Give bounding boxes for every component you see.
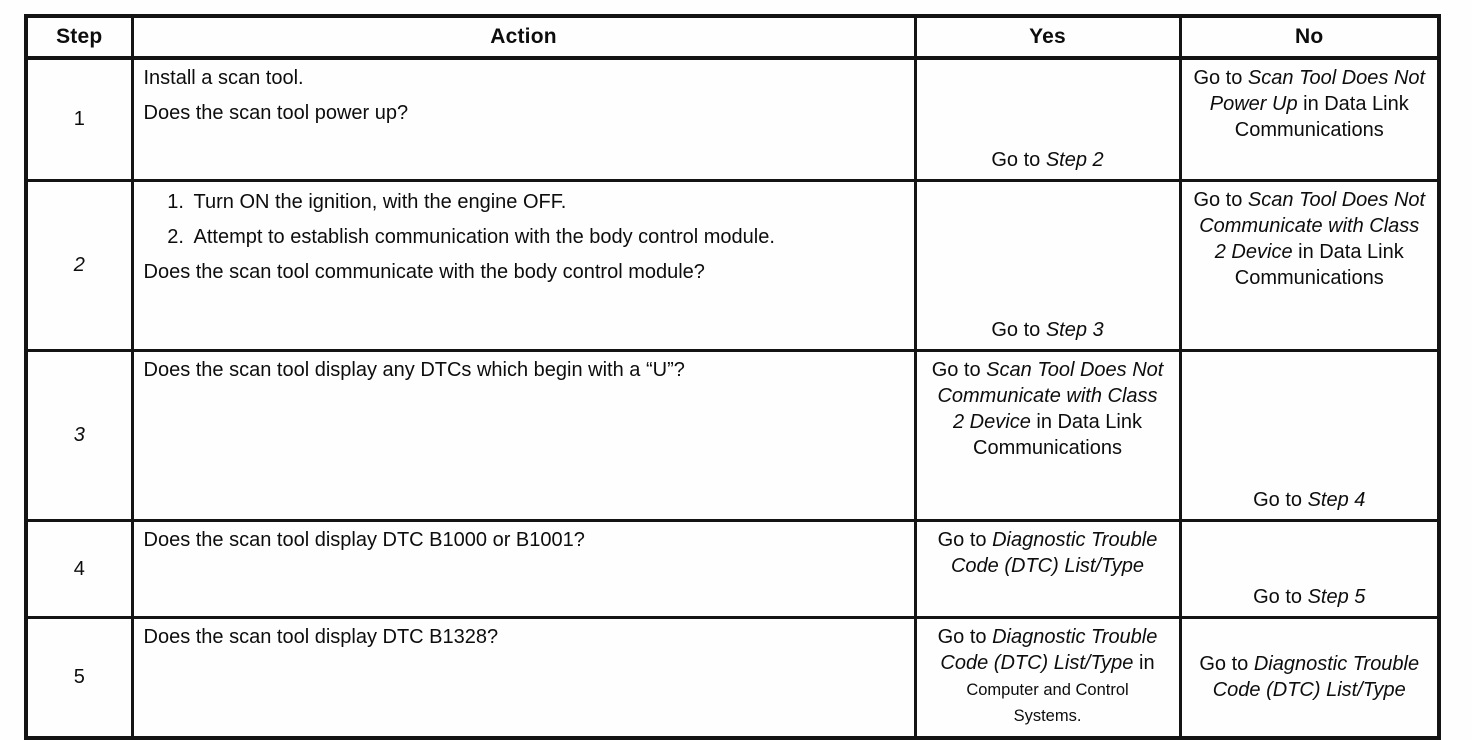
yes-cell: Go to Step 3 xyxy=(913,178,1182,352)
column-header-step: Step xyxy=(24,14,134,60)
no-cell: Go to Scan Tool Does Not Communicate wit… xyxy=(1178,178,1441,352)
action-cell: Does the scan tool display any DTCs whic… xyxy=(130,348,917,522)
reference-text: Go to xyxy=(937,528,993,551)
no-cell: Go to Step 5 xyxy=(1178,518,1441,619)
reference-text: Computer and Control Systems. xyxy=(966,680,1129,725)
table-body: 1 Install a scan tool. Does the scan tool… xyxy=(24,56,1441,740)
step-number: 4 xyxy=(73,557,85,580)
step-cell: 1 xyxy=(24,56,134,182)
table-row: 3 Does the scan tool display any DTCs wh… xyxy=(24,348,1441,522)
reference-link-text: Scan Tool Does Not Power Up xyxy=(1209,67,1426,115)
step-number: 3 xyxy=(73,424,85,446)
reference-text: Go to xyxy=(1253,488,1308,511)
action-text: Does the scan tool display DTC B1000 or … xyxy=(143,528,585,551)
table-row: 1 Install a scan tool. Does the scan tool… xyxy=(24,56,1441,182)
reference-link-text: Diagnostic Trouble Code (DTC) List/Type xyxy=(1212,652,1420,701)
action-cell: Does the scan tool display DTC B1000 or … xyxy=(130,518,917,619)
reference-text: Go to xyxy=(991,148,1046,171)
reference-text: Go to xyxy=(1193,188,1248,211)
reference-text: in Data Link Communications xyxy=(973,410,1142,459)
column-header-action: Action xyxy=(130,14,917,60)
reference-text: Go to xyxy=(931,358,987,381)
yes-cell: Go to Scan Tool Does Not Communicate wit… xyxy=(913,348,1182,522)
column-header-yes: Yes xyxy=(913,14,1182,60)
no-cell: Go to Diagnostic Trouble Code (DTC) List… xyxy=(1178,615,1441,740)
reference-text: Go to xyxy=(1193,67,1248,89)
reference-link-text: Step 5 xyxy=(1307,585,1366,608)
action-list-item: Turn ON the ignition, with the engine OF… xyxy=(190,189,904,215)
action-list-item: Attempt to establish communication with … xyxy=(190,224,904,250)
table-row: 4 Does the scan tool display DTC B1000 o… xyxy=(24,518,1441,619)
table-row: 2 Turn ON the ignition, with the engine … xyxy=(24,178,1441,352)
reference-link-text: Step 2 xyxy=(1045,148,1104,171)
reference-text: Go to xyxy=(937,625,993,648)
action-cell: Does the scan tool display DTC B1328? xyxy=(130,615,917,740)
reference-link-text: Scan Tool Does Not Communicate with Clas… xyxy=(1199,188,1426,263)
action-text: Does the scan tool display any DTCs whic… xyxy=(143,358,685,381)
action-cell: Turn ON the ignition, with the engine OF… xyxy=(130,178,917,352)
reference-link-text: Diagnostic Trouble Code (DTC) List/Type xyxy=(940,625,1158,674)
reference-link-text: Step 3 xyxy=(1045,318,1104,341)
action-text: Does the scan tool power up? xyxy=(143,102,409,124)
step-number: 2 xyxy=(73,254,85,276)
step-cell: 4 xyxy=(24,518,134,619)
column-header-no: No xyxy=(1178,14,1441,60)
reference-link-text: Step 4 xyxy=(1307,488,1366,511)
action-text: Does the scan tool display DTC B1328? xyxy=(143,625,499,648)
reference-link-text: Scan Tool Does Not Communicate with Clas… xyxy=(937,358,1164,433)
action-cell: Install a scan tool. Does the scan tool p… xyxy=(130,56,917,182)
table-row: 5 Does the scan tool display DTC B1328? … xyxy=(24,615,1441,740)
reference-text: Go to xyxy=(1199,652,1254,675)
reference-text: in Data Link Communications xyxy=(1234,240,1404,289)
reference-text: in xyxy=(1133,651,1155,674)
yes-cell: Go to Diagnostic Trouble Code (DTC) List… xyxy=(913,518,1182,619)
step-cell: 5 xyxy=(24,615,134,740)
no-cell: Go to Scan Tool Does Not Power Up in Dat… xyxy=(1178,56,1441,182)
reference-text: Go to xyxy=(991,318,1046,341)
reference-link-text: Diagnostic Trouble Code (DTC) List/Type xyxy=(950,528,1158,577)
yes-cell: Go to Step 2 xyxy=(913,56,1182,182)
step-number: 1 xyxy=(73,108,85,131)
action-text: Install a scan tool. xyxy=(143,67,304,89)
no-cell: Go to Step 4 xyxy=(1178,348,1441,522)
action-text: Does the scan tool communicate with the … xyxy=(143,260,705,283)
action-numbered-list: Turn ON the ignition, with the engine OF… xyxy=(144,189,904,250)
yes-cell: Go to Diagnostic Trouble Code (DTC) List… xyxy=(913,615,1182,740)
step-cell: 3 xyxy=(24,348,134,522)
step-number: 5 xyxy=(73,666,85,689)
diagnostic-table: Step Action Yes No 1 Install a scan tool… xyxy=(24,14,1441,740)
step-cell: 2 xyxy=(24,178,134,352)
reference-text: in Data Link Communications xyxy=(1234,93,1409,141)
reference-text: Go to xyxy=(1253,585,1308,608)
table-header: Step Action Yes No xyxy=(24,14,1441,60)
